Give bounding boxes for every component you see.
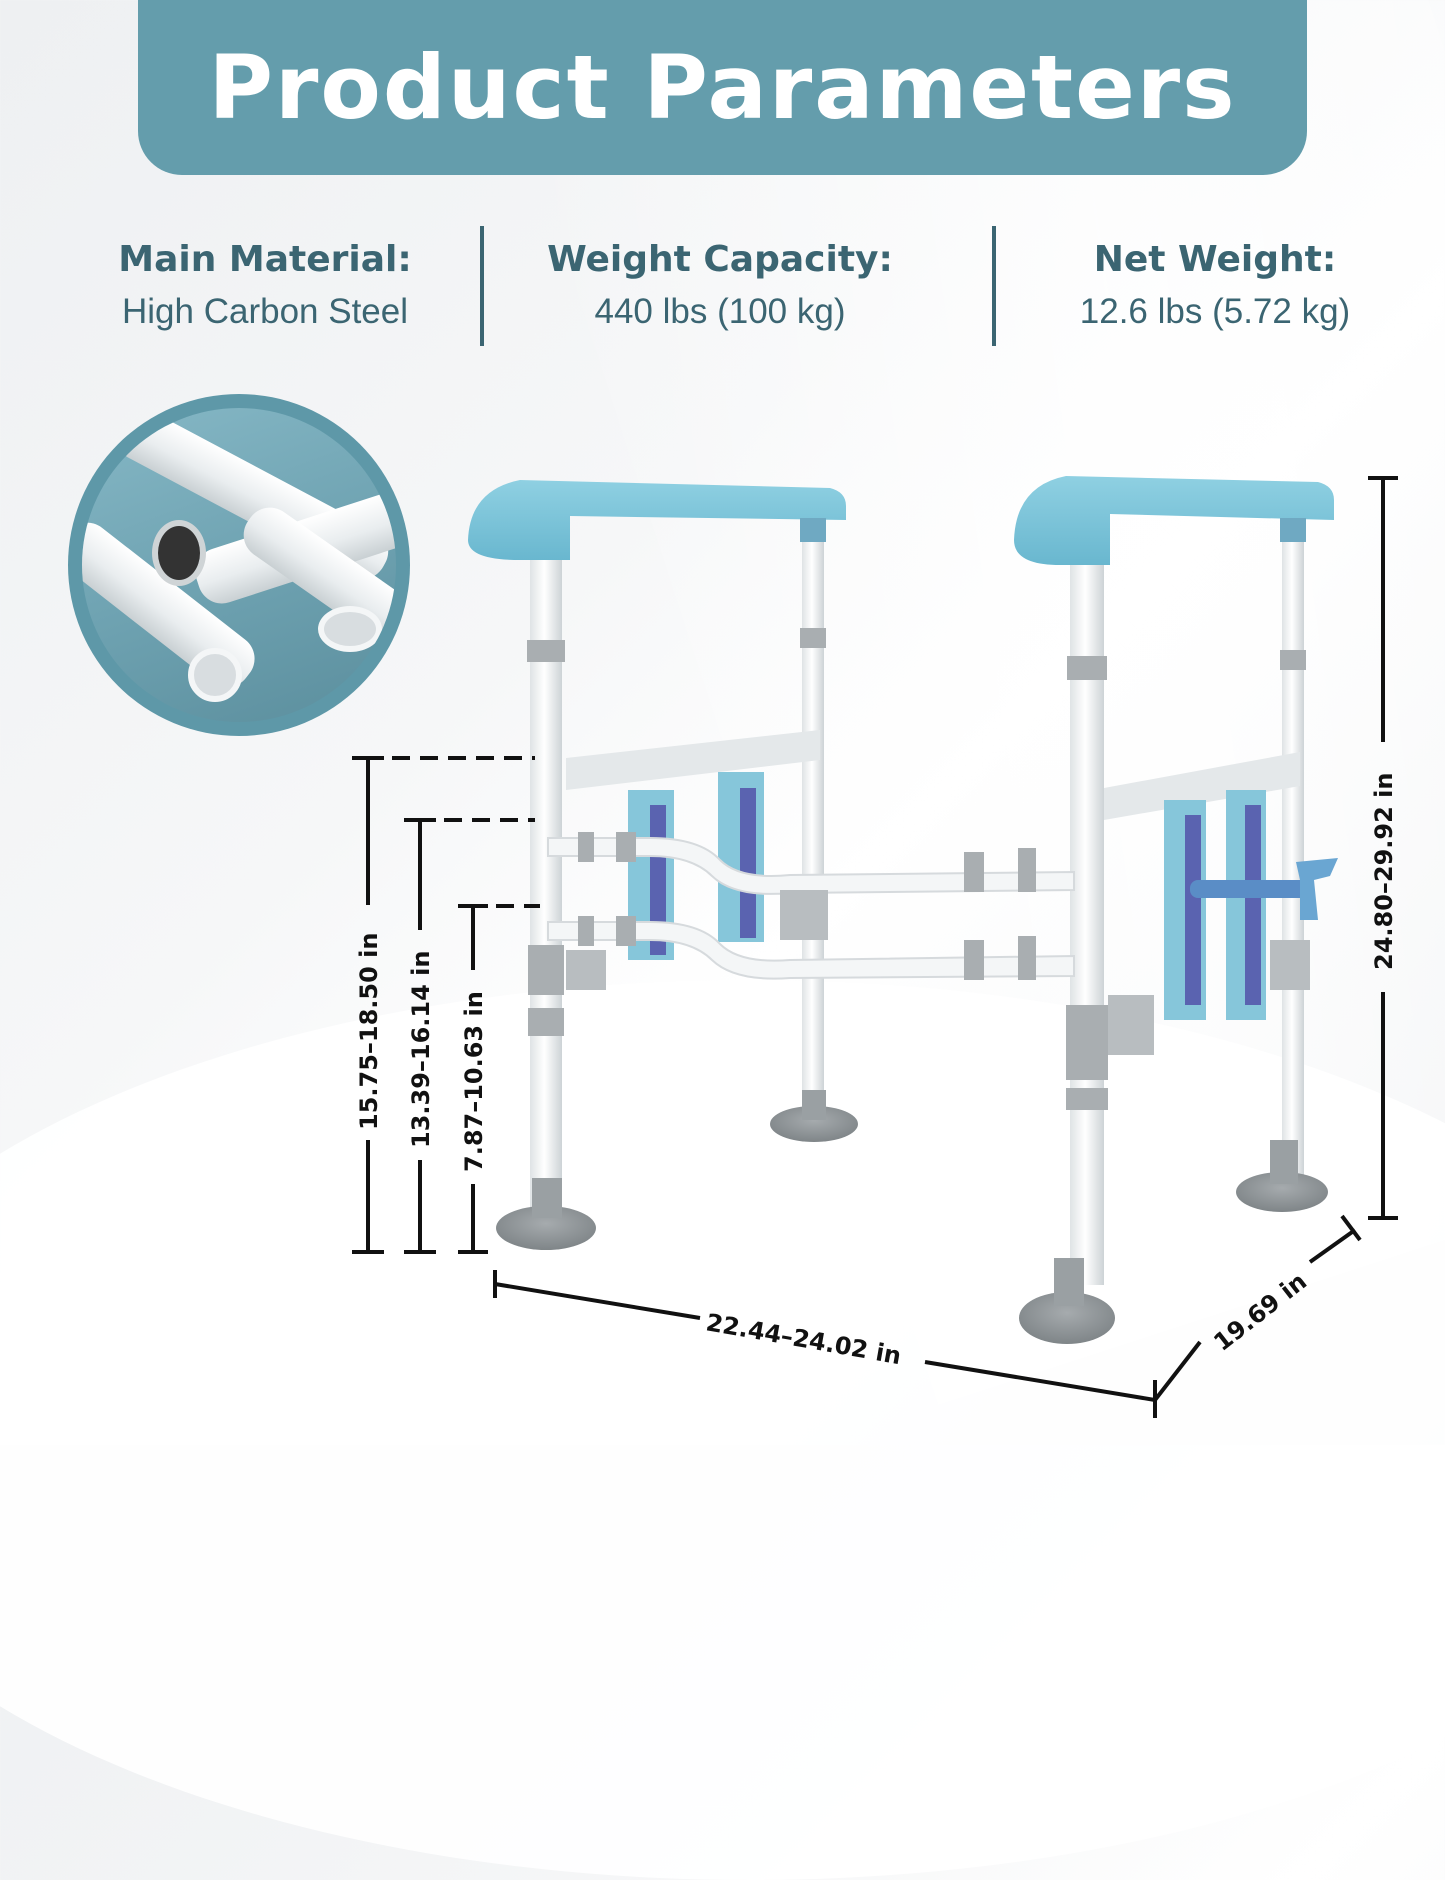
- dimension-lines: [352, 476, 1398, 1418]
- back-left-post: [802, 540, 824, 1100]
- spec-label: Main Material:: [118, 239, 412, 280]
- spec-weight-capacity: Weight Capacity: 440 lbs (100 kg): [530, 232, 910, 336]
- header-banner: Product Parameters: [138, 0, 1307, 175]
- right-armrest: [1014, 476, 1334, 565]
- left-armrest: [468, 480, 846, 560]
- back-right-foot: [1236, 1172, 1328, 1212]
- upper-grab-bar: [547, 837, 1075, 895]
- spec-divider: [480, 226, 484, 346]
- left-side-bar: [566, 730, 820, 790]
- spec-main-material: Main Material: High Carbon Steel: [100, 232, 430, 336]
- tube-detail-inset: [68, 394, 410, 736]
- front-left-foot: [496, 1206, 596, 1250]
- front-right-foot: [1019, 1292, 1115, 1344]
- spec-value: High Carbon Steel: [122, 292, 408, 331]
- dim-label-seat-height-1: 15.75–18.50 in: [355, 933, 383, 1131]
- page-title: Product Parameters: [208, 36, 1237, 139]
- tube-detail-image: [82, 408, 396, 722]
- spec-row: Main Material: High Carbon Steel Weight …: [0, 232, 1445, 352]
- front-right-post: [1070, 565, 1104, 1285]
- back-left-foot: [770, 1106, 858, 1142]
- right-side-bar: [1104, 752, 1300, 820]
- dim-label-total-height: 24.80–29.92 in: [1370, 773, 1398, 971]
- tube-opening: [318, 606, 382, 652]
- tube-opening: [188, 648, 242, 702]
- dim-label-seat-height-2: 13.39–16.14 in: [407, 951, 435, 1149]
- dim-label-depth: 19.69 in: [1208, 1267, 1312, 1357]
- spec-label: Weight Capacity:: [547, 239, 893, 280]
- back-right-post: [1282, 540, 1304, 1190]
- front-left-post: [530, 560, 562, 1210]
- spec-divider: [992, 226, 996, 346]
- spec-label: Net Weight:: [1093, 239, 1337, 280]
- dim-label-seat-height-3: 7.87–10.63 in: [460, 991, 488, 1172]
- spec-value: 12.6 lbs (5.72 kg): [1079, 292, 1351, 331]
- spec-value: 440 lbs (100 kg): [594, 292, 846, 331]
- spec-net-weight: Net Weight: 12.6 lbs (5.72 kg): [1050, 232, 1380, 336]
- tube-opening: [152, 520, 206, 586]
- lower-grab-bar: [547, 921, 1075, 980]
- product-illustration: 15.75–18.50 in 13.39–16.14 in 7.87–10.63…: [352, 476, 1398, 1418]
- dim-label-width: 22.44–24.02 in: [704, 1308, 903, 1370]
